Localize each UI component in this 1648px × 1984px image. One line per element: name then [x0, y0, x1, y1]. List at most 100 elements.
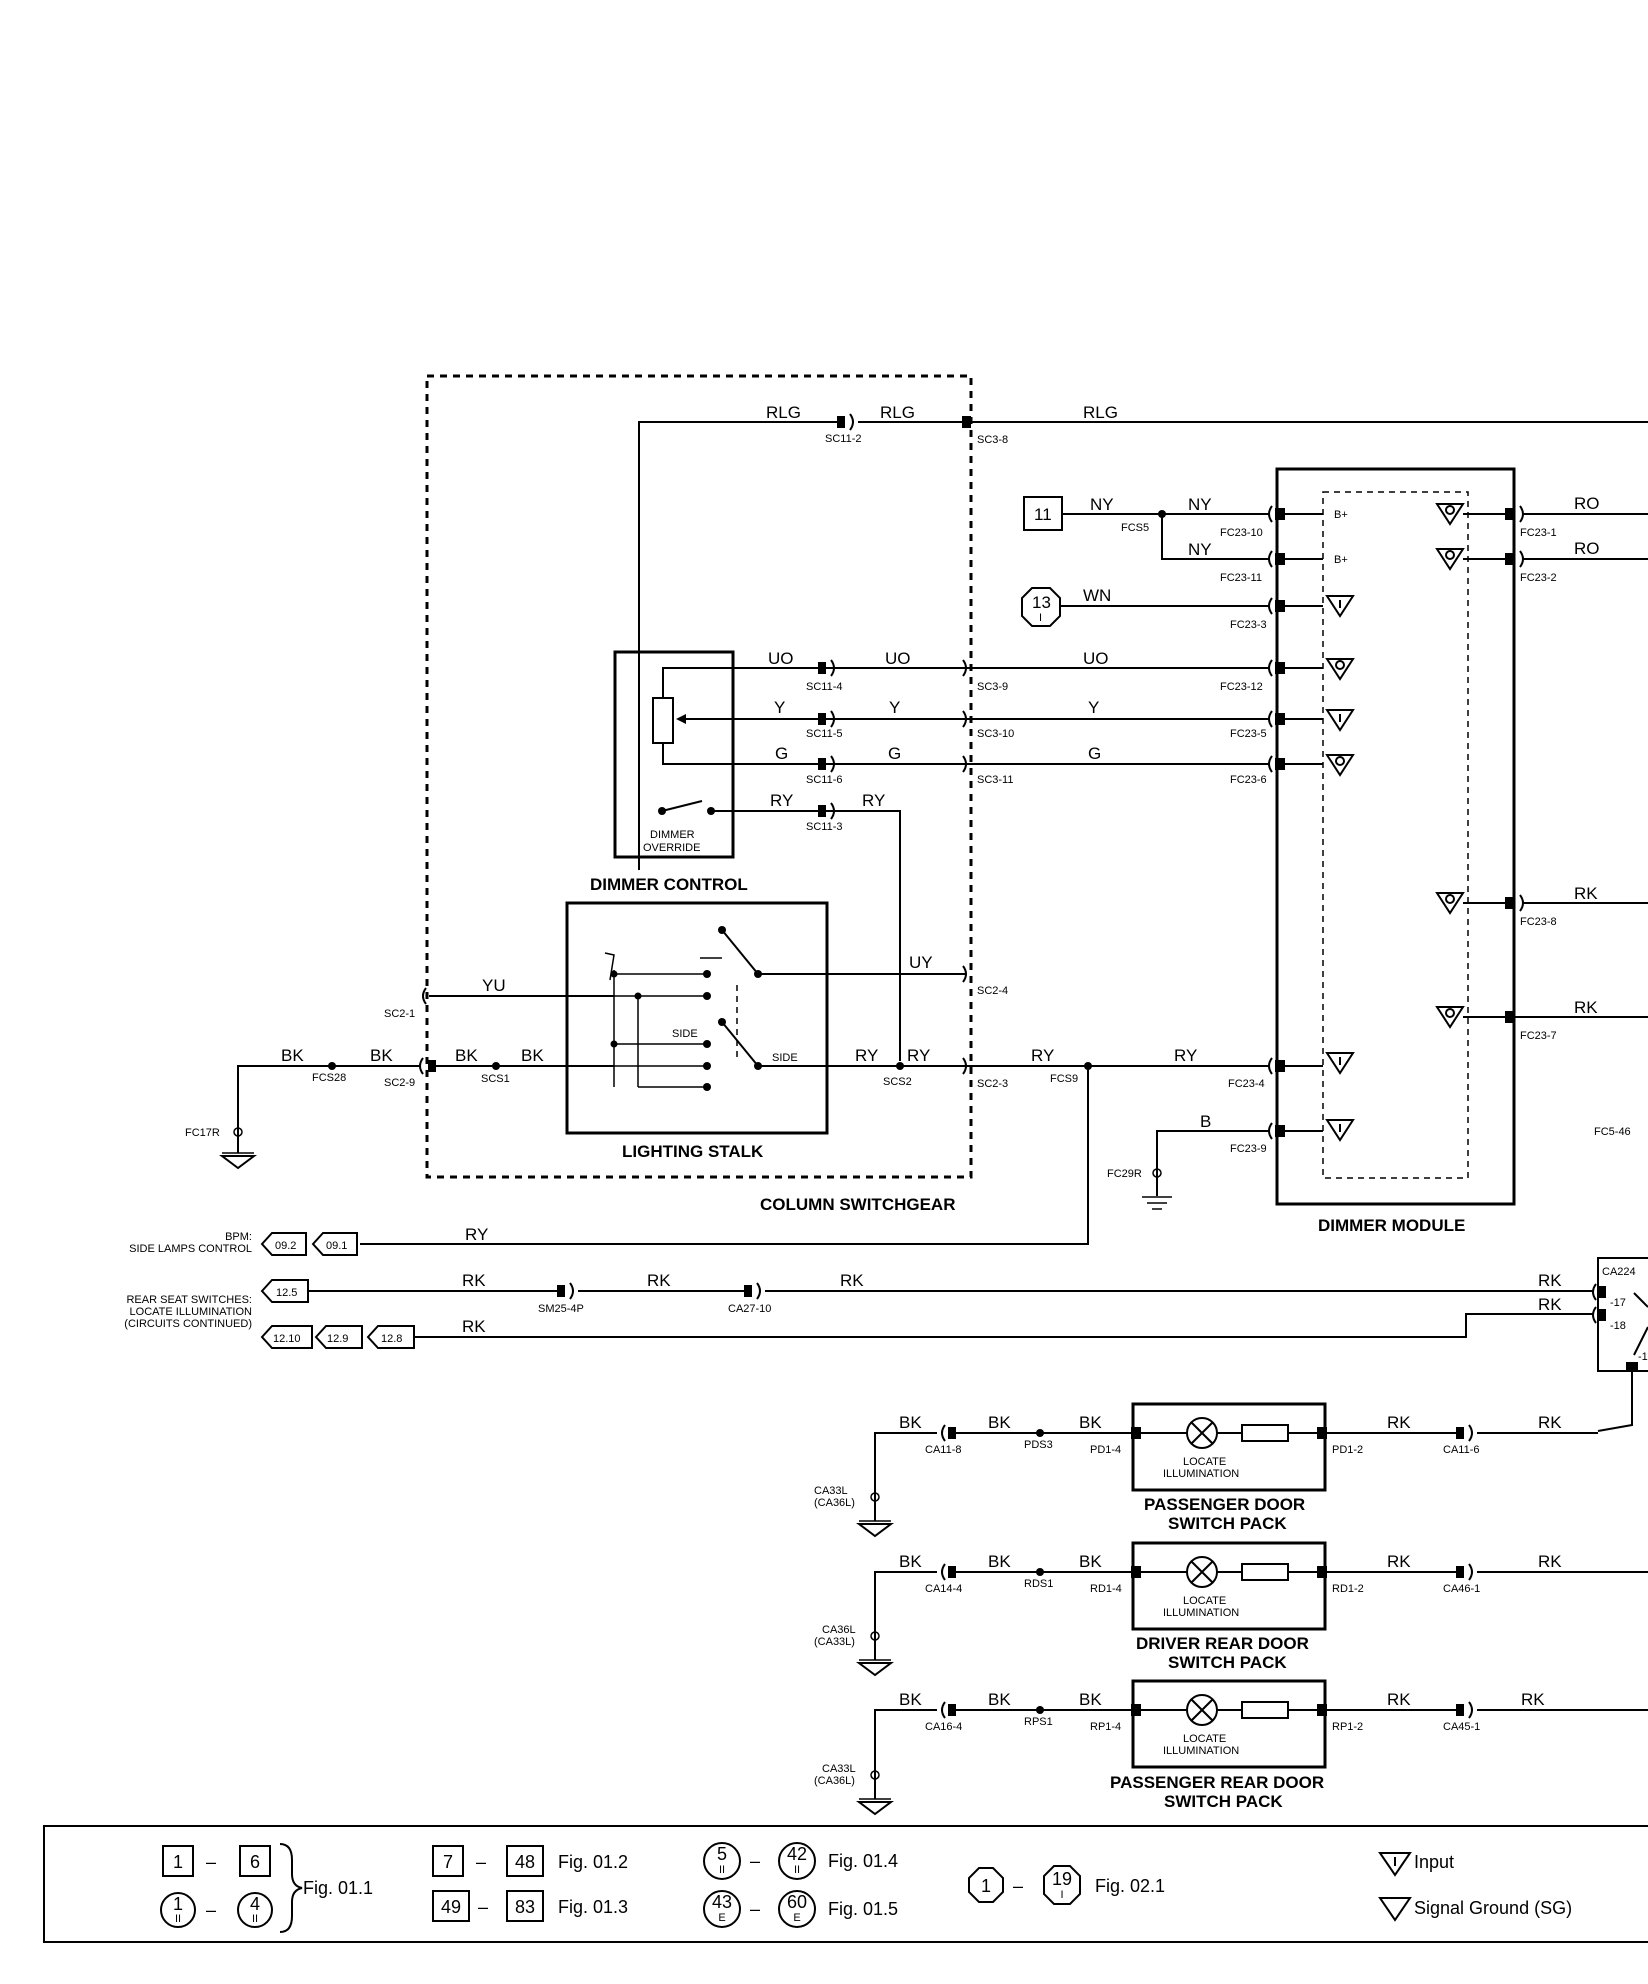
svg-text:6: 6 [250, 1852, 260, 1872]
dimmer-left-pins [1268, 505, 1323, 1140]
wire-bk-stalk: BK BK BK BK FCS28 SC2-9 SCS1 FC17R [185, 1046, 614, 1170]
dimmer-override-switch [658, 800, 824, 815]
svg-text:SC11-6: SC11-6 [806, 774, 842, 786]
svg-text:ILLUMINATION: ILLUMINATION [1163, 1607, 1239, 1619]
svg-text:CA36L: CA36L [822, 1624, 856, 1636]
svg-text:UO: UO [1083, 649, 1109, 668]
wire-uo: UO UO UO SC11-4 SC3-9 FC23-12 [768, 649, 1270, 693]
svg-text:(CA33L): (CA33L) [814, 1636, 855, 1648]
svg-text:SC3-11: SC3-11 [977, 774, 1013, 786]
svg-text:G: G [888, 744, 901, 763]
svg-text:–: – [478, 1897, 488, 1917]
svg-text:60: 60 [787, 1892, 807, 1912]
svg-text:RD1-2: RD1-2 [1332, 1583, 1364, 1595]
svg-text:ILLUMINATION: ILLUMINATION [1163, 1745, 1239, 1757]
passenger-rear-door-label: PASSENGER REAR DOOR [1110, 1773, 1324, 1792]
svg-text:RLG: RLG [766, 403, 801, 422]
svg-text:SC3-8: SC3-8 [977, 434, 1008, 446]
svg-text:FC17R: FC17R [185, 1127, 220, 1139]
svg-text:09.1: 09.1 [326, 1240, 347, 1252]
svg-text:Y: Y [889, 698, 900, 717]
svg-text:FC23-7: FC23-7 [1520, 1030, 1557, 1042]
svg-text:PDS3: PDS3 [1024, 1439, 1053, 1451]
svg-text:5: 5 [717, 1844, 727, 1864]
svg-text:CA11-8: CA11-8 [925, 1444, 961, 1456]
wire-yu: YU SC2-1 [384, 976, 614, 1020]
svg-text:BK: BK [988, 1690, 1011, 1709]
svg-text:FC23-10: FC23-10 [1220, 527, 1263, 539]
svg-text:12.8: 12.8 [381, 1333, 402, 1345]
svg-text:(CA36L): (CA36L) [814, 1775, 855, 1787]
wire-rk-passenger-door: RK RK PD1-2 CA11-6 [1327, 1413, 1598, 1456]
svg-text:RY: RY [1174, 1046, 1197, 1065]
svg-text:SIDE: SIDE [672, 1028, 698, 1040]
svg-text:49: 49 [441, 1897, 461, 1917]
svg-text:SIDE LAMPS CONTROL: SIDE LAMPS CONTROL [129, 1243, 252, 1255]
svg-text:Fig. 02.1: Fig. 02.1 [1095, 1876, 1165, 1896]
column-switchgear-label: COLUMN SWITCHGEAR [760, 1195, 955, 1214]
svg-text:RP1-4: RP1-4 [1090, 1721, 1121, 1733]
svg-text:-17: -17 [1610, 1297, 1626, 1309]
svg-text:11: 11 [1034, 505, 1052, 524]
svg-text:RY: RY [770, 791, 793, 810]
svg-text:RLG: RLG [880, 403, 915, 422]
svg-text:Input: Input [1414, 1852, 1454, 1872]
svg-text:B+: B+ [1334, 509, 1348, 521]
passenger-rear-door-switch-pack: LOCATE ILLUMINATION [1131, 1679, 1327, 1769]
svg-text:RK: RK [1574, 884, 1598, 903]
svg-text:–: – [206, 1852, 216, 1872]
svg-text:SC3-10: SC3-10 [977, 728, 1014, 740]
svg-text:(CIRCUITS CONTINUED): (CIRCUITS CONTINUED) [124, 1318, 252, 1330]
svg-text:SC2-9: SC2-9 [384, 1077, 415, 1089]
svg-text:1: 1 [173, 1852, 183, 1872]
legend: 1 – 6 1 II – 4 II Fig. 01.1 7 – 48 Fig. … [43, 1825, 1648, 1943]
svg-text:B+: B+ [1334, 554, 1348, 566]
svg-text:CA33L: CA33L [822, 1763, 856, 1775]
svg-text:FC23-8: FC23-8 [1520, 916, 1557, 928]
svg-text:RO: RO [1574, 539, 1600, 558]
svg-text:BK: BK [899, 1690, 922, 1709]
svg-text:Signal Ground (SG): Signal Ground (SG) [1414, 1898, 1572, 1918]
svg-text:PD1-2: PD1-2 [1332, 1444, 1363, 1456]
rear-seat-switches-ref: REAR SEAT SWITCHES: LOCATE ILLUMINATION … [124, 1279, 415, 1349]
svg-text:RK: RK [462, 1271, 486, 1290]
svg-text:NY: NY [1090, 495, 1114, 514]
svg-text:BK: BK [899, 1552, 922, 1571]
svg-text:YU: YU [482, 976, 506, 995]
svg-text:SIDE: SIDE [772, 1052, 798, 1064]
svg-text:RLG: RLG [1083, 403, 1118, 422]
driver-rear-door-label: DRIVER REAR DOOR [1136, 1634, 1309, 1653]
svg-text:RK: RK [1521, 1690, 1545, 1709]
svg-text:SC11-3: SC11-3 [806, 821, 842, 833]
svg-text:FC23-4: FC23-4 [1228, 1078, 1265, 1090]
passenger-door-switch-pack: LOCATE ILLUMINATION [1131, 1402, 1327, 1492]
svg-text:RK: RK [1387, 1690, 1411, 1709]
svg-text:PD1-4: PD1-4 [1090, 1444, 1121, 1456]
driver-rear-door-circuit: BK BK BK CA14-4 RDS1 RD1-4 CA36L (CA33L) [814, 1552, 1133, 1677]
svg-text:42: 42 [787, 1844, 807, 1864]
wire-ry-override: RY RY SC11-3 [770, 791, 901, 1061]
svg-text:Fig. 01.2: Fig. 01.2 [558, 1852, 628, 1872]
svg-text:–: – [1013, 1876, 1023, 1896]
svg-text:19: 19 [1052, 1869, 1072, 1889]
passenger-rear-door-circuit: BK BK BK CA16-4 RPS1 RP1-4 CA33L (CA36L) [814, 1690, 1133, 1816]
svg-text:12.10: 12.10 [273, 1333, 301, 1345]
svg-text:SC3-9: SC3-9 [977, 681, 1008, 693]
svg-text:RK: RK [1538, 1552, 1562, 1571]
svg-text:Fig. 01.3: Fig. 01.3 [558, 1897, 628, 1917]
svg-text:CA27-10: CA27-10 [728, 1303, 771, 1315]
svg-text:FC23-12: FC23-12 [1220, 681, 1263, 693]
ref-13-octagon [1021, 587, 1061, 627]
svg-text:RDS1: RDS1 [1024, 1578, 1053, 1590]
svg-text:WN: WN [1083, 586, 1111, 605]
svg-text:FCS5: FCS5 [1121, 522, 1149, 534]
svg-text:Fig. 01.4: Fig. 01.4 [828, 1851, 898, 1871]
svg-text:BK: BK [455, 1046, 478, 1065]
svg-text:RK: RK [462, 1317, 486, 1336]
svg-text:I: I [1060, 1889, 1063, 1901]
svg-text:1: 1 [173, 1894, 183, 1914]
svg-text:SCS2: SCS2 [883, 1076, 912, 1088]
dimmer-control-box [613, 650, 735, 859]
dimmer-module-inner [1322, 491, 1469, 1179]
svg-text:Fig. 01.5: Fig. 01.5 [828, 1899, 898, 1919]
